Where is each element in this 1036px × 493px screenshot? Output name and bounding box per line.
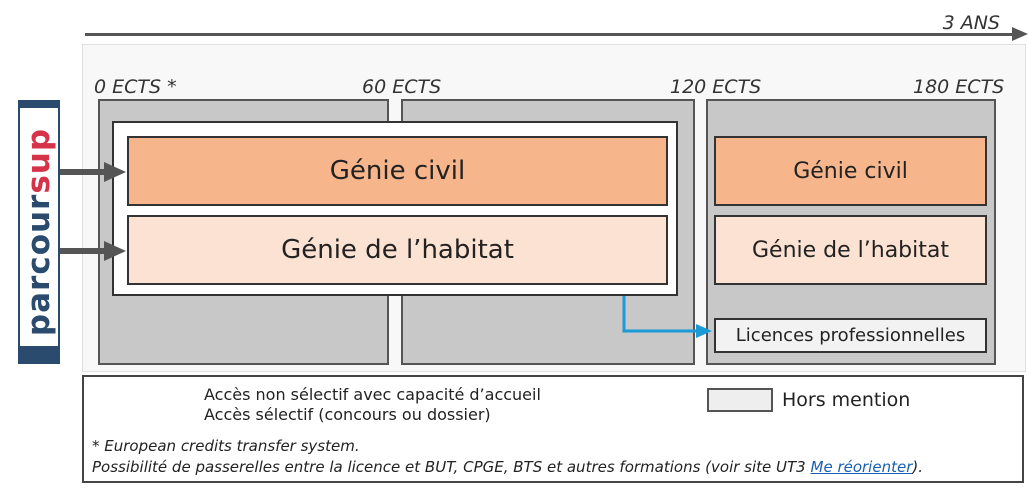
program-genie-civil[interactable]: Génie civil bbox=[127, 136, 668, 206]
legend-non-selective-label: Accès non sélectif avec capacité d’accue… bbox=[204, 385, 541, 404]
passerelles-end: ). bbox=[912, 458, 923, 476]
passerelles-note: Possibilité de passerelles entre la lice… bbox=[92, 458, 923, 476]
parcoursup-logo-text-a: parcour bbox=[21, 193, 57, 337]
year3-program-genie-habitat[interactable]: Génie de l’habitat bbox=[714, 215, 987, 285]
legend-selective-label: Accès sélectif (concours ou dossier) bbox=[204, 405, 491, 424]
me-reorienter-link[interactable]: Me réorienter bbox=[810, 458, 913, 476]
ects-mark-0: 0 ECTS * bbox=[94, 76, 177, 98]
entry-arrow-genie-civil bbox=[60, 162, 126, 182]
ects-mark-120: 120 ECTS bbox=[670, 76, 762, 98]
year3-program-genie-civil[interactable]: Génie civil bbox=[714, 136, 987, 206]
parcoursup-logo bbox=[18, 100, 60, 364]
entry-arrow-genie-habitat bbox=[60, 241, 126, 261]
parcoursup-logo-text: parcoursup bbox=[21, 128, 57, 336]
passerelles-text: Possibilité de passerelles entre la lice… bbox=[92, 458, 811, 476]
parcoursup-logo-cap-top bbox=[18, 100, 60, 108]
ects-footnote: * European credits transfer system. bbox=[92, 437, 360, 455]
duration-label: 3 ANS bbox=[942, 12, 1000, 34]
duration-arrow-line bbox=[85, 33, 1015, 36]
duration-arrow-head bbox=[1012, 27, 1028, 41]
legend-hors-mention-label: Hors mention bbox=[782, 389, 911, 411]
ects-mark-180: 180 ECTS bbox=[913, 76, 1005, 98]
parcoursup-logo-text-b: sup bbox=[21, 127, 57, 194]
parcoursup-logo-cap-bottom bbox=[18, 346, 60, 364]
program-genie-habitat[interactable]: Génie de l’habitat bbox=[127, 215, 668, 285]
ects-mark-60: 60 ECTS bbox=[362, 76, 442, 98]
selective-arrow-licences-pro bbox=[622, 296, 712, 338]
legend-hors-mention-swatch bbox=[707, 388, 773, 412]
licences-professionnelles[interactable]: Licences professionnelles bbox=[714, 318, 987, 353]
legend-box bbox=[82, 375, 1024, 483]
